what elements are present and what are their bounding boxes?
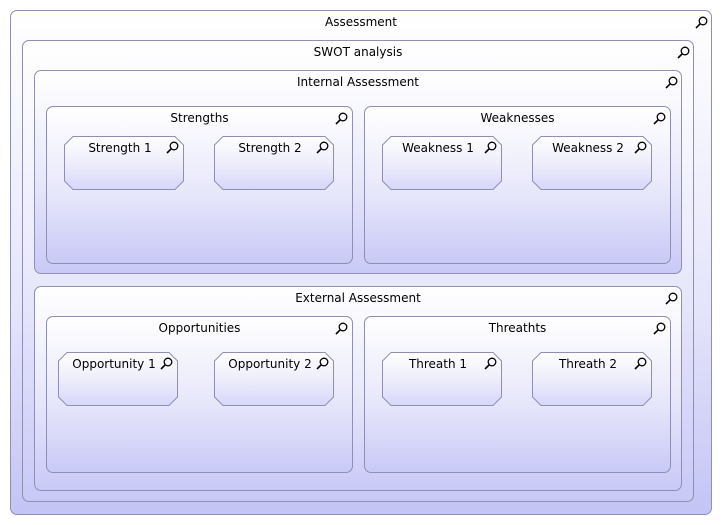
opportunity-1-element[interactable]: Opportunity 1 (58, 352, 178, 406)
opportunity-2-element[interactable]: Opportunity 2 (214, 352, 334, 406)
search-icon[interactable] (695, 16, 708, 29)
strength-2-label: Strength 2 (238, 141, 302, 155)
search-icon[interactable] (677, 46, 690, 59)
search-icon[interactable] (316, 141, 329, 154)
search-icon[interactable] (335, 322, 348, 335)
weakness-2-label: Weakness 2 (552, 141, 624, 155)
weakness-2-element[interactable]: Weakness 2 (532, 136, 652, 190)
search-icon[interactable] (316, 357, 329, 370)
strength-1-element[interactable]: Strength 1 (64, 136, 184, 190)
weakness-1-element[interactable]: Weakness 1 (382, 136, 502, 190)
strength-2-element[interactable]: Strength 2 (214, 136, 334, 190)
search-icon[interactable] (166, 141, 179, 154)
search-icon[interactable] (484, 357, 497, 370)
threat-1-element[interactable]: Threath 1 (382, 352, 502, 406)
threat-2-label: Threath 2 (558, 357, 618, 371)
internal-assessment-title: Internal Assessment (296, 75, 420, 89)
swot-analysis-title: SWOT analysis (313, 45, 403, 59)
search-icon[interactable] (634, 357, 647, 370)
search-icon[interactable] (665, 76, 678, 89)
search-icon[interactable] (653, 112, 666, 125)
opportunities-title: Opportunities (158, 321, 241, 335)
threat-2-element[interactable]: Threath 2 (532, 352, 652, 406)
search-icon[interactable] (160, 357, 173, 370)
weaknesses-title: Weaknesses (480, 111, 555, 125)
threats-title: Threathts (488, 321, 547, 335)
external-assessment-title: External Assessment (295, 291, 421, 305)
threat-1-label: Threath 1 (408, 357, 468, 371)
opportunity-1-label: Opportunity 1 (72, 357, 156, 371)
weakness-1-label: Weakness 1 (402, 141, 474, 155)
search-icon[interactable] (335, 112, 348, 125)
search-icon[interactable] (665, 292, 678, 305)
search-icon[interactable] (653, 322, 666, 335)
strengths-title: Strengths (170, 111, 229, 125)
search-icon[interactable] (484, 141, 497, 154)
search-icon[interactable] (634, 141, 647, 154)
opportunity-2-label: Opportunity 2 (228, 357, 312, 371)
assessment-title: Assessment (325, 15, 397, 29)
strength-1-label: Strength 1 (88, 141, 152, 155)
